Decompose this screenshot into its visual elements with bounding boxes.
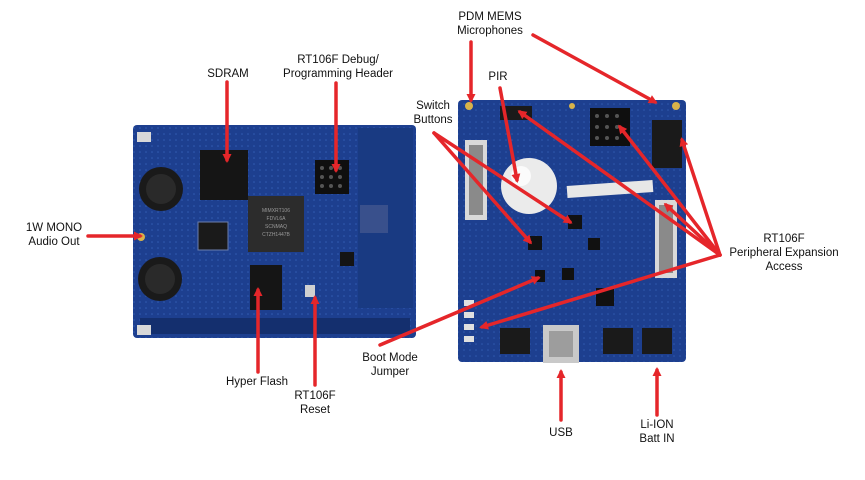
label-peripheral-access-line-3: Access bbox=[765, 261, 803, 273]
left-board: MIMXRT106 FDVL6A SCNMAQ CTZH1447B bbox=[133, 125, 416, 338]
sdram-chip bbox=[200, 150, 248, 200]
boot-mode-jumper bbox=[535, 270, 545, 282]
label-hyper-flash: Hyper Flash bbox=[215, 375, 299, 389]
label-boot-jumper-line-1: Boot Mode bbox=[362, 352, 418, 364]
arrow-peripheral-3 bbox=[663, 202, 722, 257]
label-peripheral-access: RT106F Peripheral Expansion Access bbox=[722, 232, 846, 274]
reset-button bbox=[305, 285, 315, 297]
label-pir: PIR bbox=[480, 70, 516, 84]
label-audio-out-line-2: Audio Out bbox=[28, 236, 80, 248]
label-debug-header-line-1: RT106F Debug/ bbox=[297, 54, 379, 66]
chip-marking-1: MIMXRT106 bbox=[262, 208, 290, 214]
label-usb-line-1: USB bbox=[549, 427, 573, 439]
arrow-peripheral-5 bbox=[479, 253, 722, 330]
label-peripheral-access-line-2: Peripheral Expansion bbox=[729, 247, 839, 259]
label-batt-in-line-1: Li-ION bbox=[640, 419, 674, 431]
arrow-mic-right bbox=[531, 33, 658, 104]
arrow-switch-button-2 bbox=[432, 131, 573, 224]
label-audio-out-line-1: 1W MONO bbox=[25, 222, 83, 234]
chip-marking-2: FDVL6A bbox=[267, 216, 287, 222]
hyper-flash-chip bbox=[250, 265, 282, 310]
label-mems-mics: PDM MEMS Microphones bbox=[440, 10, 540, 38]
arrow-switch-button-1 bbox=[432, 131, 532, 245]
label-pir-line-1: PIR bbox=[488, 71, 508, 83]
label-boot-jumper-line-2: Jumper bbox=[370, 366, 410, 378]
label-hyper-flash-line-1: Hyper Flash bbox=[226, 376, 288, 388]
label-sdram: SDRAM bbox=[203, 67, 253, 81]
label-batt-in: Li-ION Batt IN bbox=[624, 418, 690, 446]
label-mems-mics-line-2: Microphones bbox=[457, 25, 523, 37]
label-mems-mics-line-1: PDM MEMS bbox=[458, 11, 522, 23]
chip-marking-4: CTZH1447B bbox=[262, 232, 290, 238]
arrow-boot-jumper bbox=[378, 276, 541, 347]
annotation-arrows bbox=[86, 33, 722, 422]
label-sdram-line-1: SDRAM bbox=[207, 68, 249, 80]
arrow-peripheral-1 bbox=[517, 110, 722, 257]
label-reset: RT106F Reset bbox=[286, 389, 344, 417]
mcu-chip bbox=[248, 196, 304, 252]
label-audio-out: 1W MONO Audio Out bbox=[18, 221, 90, 249]
label-debug-header: RT106F Debug/ Programming Header bbox=[276, 53, 400, 81]
label-peripheral-access-line-1: RT106F bbox=[763, 233, 805, 245]
arrow-peripheral-2 bbox=[618, 124, 722, 257]
label-reset-line-1: RT106F bbox=[294, 390, 336, 402]
arrow-peripheral-4 bbox=[679, 137, 722, 257]
label-switch-buttons: Switch Buttons bbox=[398, 99, 468, 127]
label-reset-line-2: Reset bbox=[299, 404, 331, 416]
label-batt-in-line-2: Batt IN bbox=[639, 433, 675, 445]
label-usb: USB bbox=[541, 426, 581, 440]
label-debug-header-line-2: Programming Header bbox=[283, 68, 393, 80]
battery-connector bbox=[642, 328, 672, 354]
label-switch-buttons-line-1: Switch bbox=[416, 100, 450, 112]
label-boot-jumper: Boot Mode Jumper bbox=[354, 351, 426, 379]
pir-sensor bbox=[501, 158, 557, 214]
label-switch-buttons-line-2: Buttons bbox=[413, 114, 453, 126]
expansion-connector-top-right bbox=[652, 120, 682, 168]
chip-marking-3: SCNMAQ bbox=[265, 224, 287, 230]
arrow-pir bbox=[498, 86, 521, 183]
